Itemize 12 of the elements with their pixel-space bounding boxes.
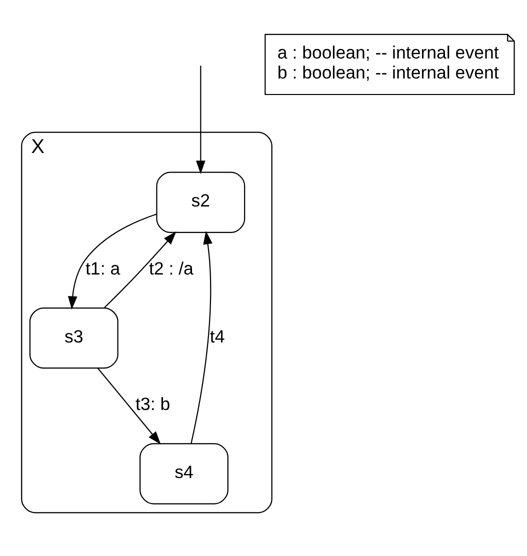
- node-box: s4: [140, 443, 228, 504]
- arrow: [104, 231, 176, 308]
- arrow: [68, 214, 157, 310]
- edge-label: t3: b: [136, 394, 170, 414]
- arrow: [97, 368, 161, 445]
- arrow: [190, 230, 212, 444]
- edge-label: t2 : /a: [148, 258, 194, 278]
- edge-label: t4: [210, 326, 225, 346]
- arrow: [196, 66, 206, 174]
- node-box: s3: [29, 307, 118, 369]
- node-box: s2: [156, 172, 246, 233]
- edge-label: t1: a: [85, 258, 120, 278]
